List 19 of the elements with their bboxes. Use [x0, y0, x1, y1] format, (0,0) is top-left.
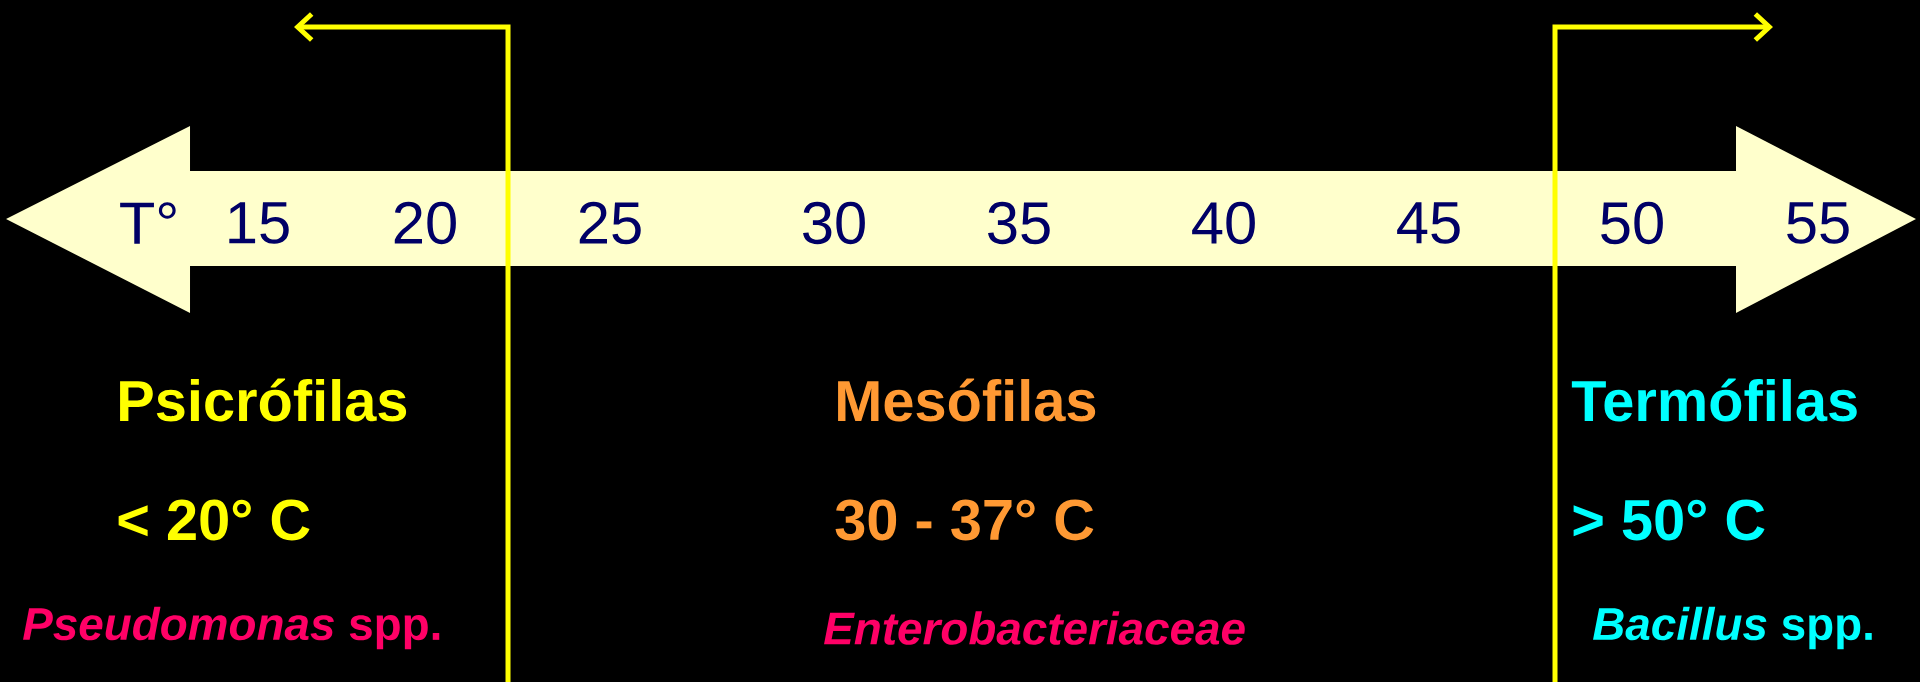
organism-label: Pseudomonas spp. [23, 606, 440, 650]
group-heading: Mesófilas [838, 378, 1096, 422]
scale-label: 55 [1787, 202, 1849, 244]
temperature-range: > 50° C [1573, 499, 1765, 541]
scale-label: 30 [803, 201, 865, 245]
scale-label: 40 [1192, 201, 1255, 245]
scale-label: 50 [1601, 201, 1663, 245]
group-heading: Termófilas [1571, 378, 1857, 422]
temperature-range: 30 - 37° C [835, 499, 1094, 541]
scale-label: 15 [229, 202, 289, 244]
group-heading: Psicrófilas [120, 378, 407, 422]
scale-label: 35 [988, 201, 1050, 245]
organism-label: Enterobacteriaceae [824, 611, 1245, 645]
organism-label: Bacillus spp. [1593, 606, 1872, 650]
scale-label: 45 [1397, 202, 1460, 244]
scale-label: 20 [394, 201, 456, 245]
temperature-range: < 20° C [118, 499, 310, 541]
scale-label: T° [120, 202, 176, 244]
scale-label: 25 [579, 201, 641, 245]
